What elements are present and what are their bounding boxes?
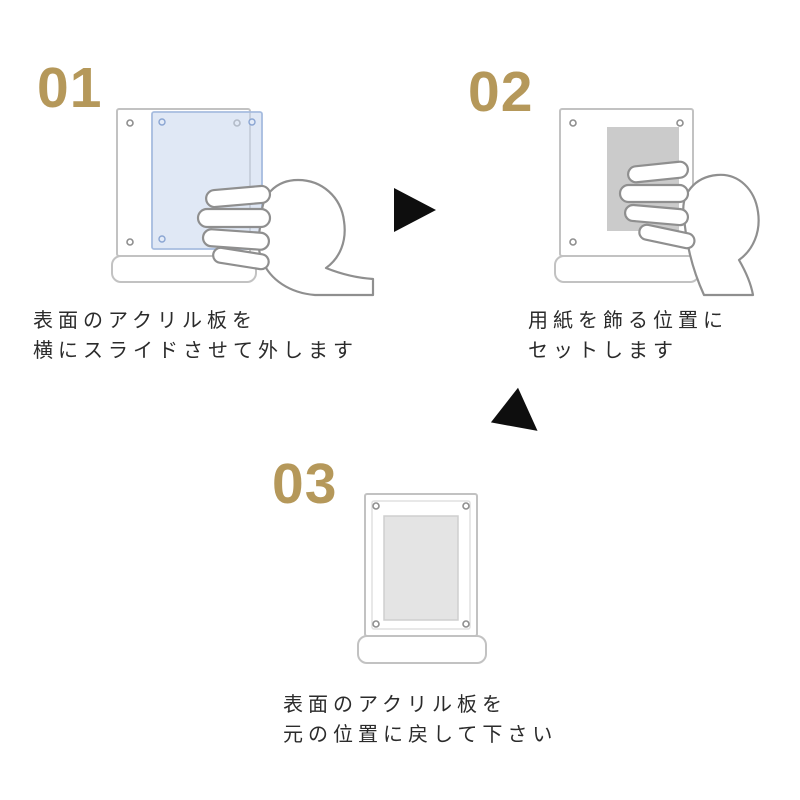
step-1-illustration [111,108,375,297]
arrow-right-icon [394,188,436,232]
stand-base [357,635,487,664]
step-3-illustration [357,493,487,664]
step-2-illustration [554,108,760,297]
step-3-caption: 表面のアクリル板を 元の位置に戻して下さい [283,690,557,750]
hand-icon [618,160,760,297]
acrylic-panel [151,111,263,250]
step-1-caption: 表面のアクリル板を 横にスライドさせて外します [33,306,358,366]
step-1-number: 01 [37,56,103,120]
caption-line: セットします [528,340,678,362]
step-3-number: 03 [272,452,338,516]
stand-screws [372,502,470,628]
paper-sheet [383,515,459,621]
arrow-down-right-icon [490,387,552,449]
caption-line: 元の位置に戻して下さい [283,724,558,746]
caption-line: 用紙を飾る位置に [528,310,728,332]
hand-icon [196,178,375,297]
stand-base [554,255,700,283]
caption-line: 表面のアクリル板を [283,694,507,716]
caption-line: 横にスライドさせて外します [33,340,358,362]
acrylic-panel-outline [371,500,471,630]
caption-line: 表面のアクリル板を [33,310,257,332]
step-2-number: 02 [468,60,534,124]
step-2-caption: 用紙を飾る位置に セットします [528,306,728,366]
